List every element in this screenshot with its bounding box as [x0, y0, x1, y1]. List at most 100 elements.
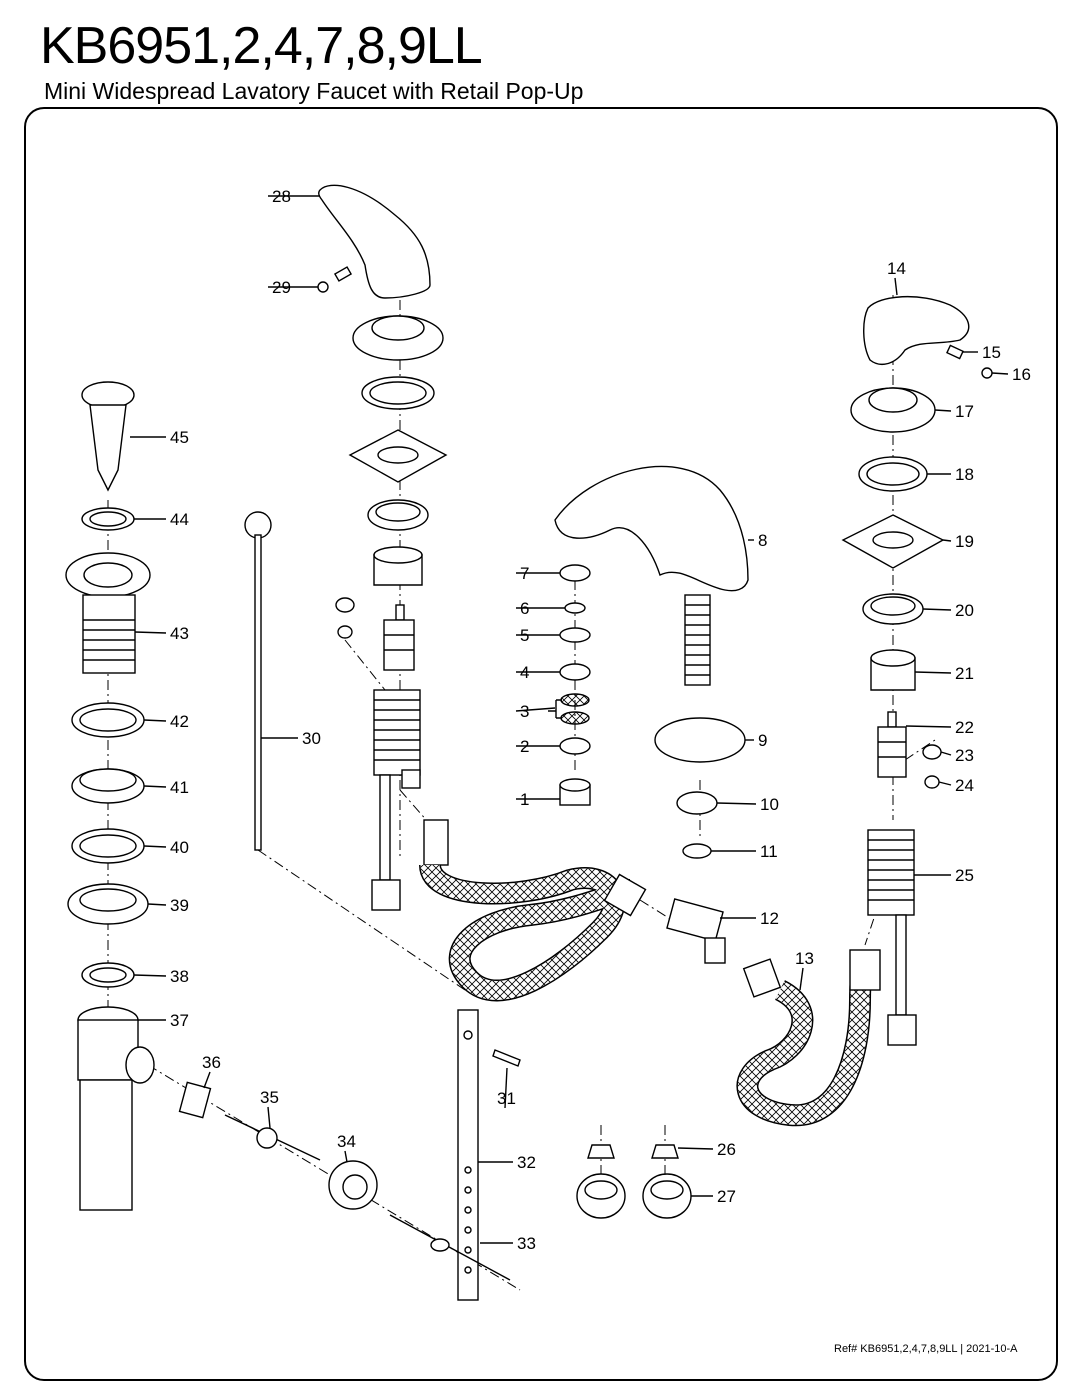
drain-flange-43 [65, 552, 151, 674]
leader-line-23 [940, 751, 952, 756]
callout-4: 4 [520, 663, 529, 682]
right-gasket-18 [858, 456, 928, 492]
left-escutcheon [352, 315, 444, 361]
callout-20: 20 [955, 601, 974, 620]
callout-27: 27 [717, 1187, 736, 1206]
model-number-title: KB6951,2,4,7,8,9LL [40, 17, 483, 75]
right-locknut-20 [862, 593, 924, 625]
callout-26: 26 [717, 1140, 736, 1159]
leader-line-43 [134, 631, 167, 634]
callout-14: 14 [887, 259, 906, 278]
pivot-washer-36 [178, 1081, 212, 1119]
pivot-nut-34 [328, 1160, 378, 1210]
drain-gasket-44 [81, 507, 135, 531]
leader-line-36 [203, 1071, 211, 1089]
leader-line-19 [942, 539, 952, 542]
leader-line-26 [677, 1147, 714, 1150]
clevis-strap-32 [457, 1009, 479, 1301]
callout-13: 13 [795, 949, 814, 968]
callout-2: 2 [520, 737, 529, 756]
left-locknut [367, 499, 429, 531]
leader-line-41 [143, 785, 167, 788]
right-handle-14 [863, 295, 970, 366]
left-handle [317, 184, 431, 299]
reference-code: Ref# KB6951,2,4,7,8,9LL | 2021-10-A [834, 1343, 1018, 1355]
right-mounting-plate-19 [841, 514, 945, 569]
drain-washer-41 [71, 768, 145, 804]
leader-line-20 [922, 608, 952, 611]
left-valve-body [371, 689, 421, 911]
callout-43: 43 [170, 624, 189, 643]
drain-washer-40 [71, 828, 145, 864]
aerator-stack [559, 564, 591, 806]
leader-line-31 [504, 1067, 508, 1109]
callout-5: 5 [520, 626, 529, 645]
leader-line-38 [133, 974, 167, 977]
callout-24: 24 [955, 776, 974, 795]
left-cartridge [383, 604, 415, 671]
tee-connector-12 [666, 898, 726, 964]
callout-10: 10 [760, 795, 779, 814]
callout-28: 28 [272, 187, 291, 206]
set-screw-29 [317, 266, 353, 293]
callout-23: 23 [955, 746, 974, 765]
left-mounting-plate [348, 429, 448, 483]
callout-leaders [130, 195, 1009, 1244]
callout-41: 41 [170, 778, 189, 797]
spout-gasket-9 [654, 717, 746, 763]
spout-8 [554, 465, 749, 686]
right-seat-spring-23-24 [922, 744, 942, 789]
left-gasket [361, 376, 435, 410]
callout-37: 37 [170, 1011, 189, 1030]
callout-8: 8 [758, 531, 767, 550]
callout-9: 9 [758, 731, 767, 750]
callout-36: 36 [202, 1053, 221, 1072]
leader-line-13 [799, 967, 804, 991]
leader-line-16 [991, 372, 1009, 375]
callout-12: 12 [760, 909, 779, 928]
drain-nut-39 [67, 883, 149, 925]
spout-nut-10 [676, 791, 718, 815]
leader-line-14 [894, 277, 898, 296]
callout-40: 40 [170, 838, 189, 857]
right-cartridge-22 [877, 711, 907, 778]
compression-ferrules-26 [587, 1144, 679, 1159]
leader-line-34 [344, 1150, 348, 1163]
left-bonnet [373, 546, 423, 586]
callout-6: 6 [520, 599, 529, 618]
leader-line-10 [716, 802, 757, 805]
leader-line-42 [143, 719, 167, 722]
callout-16: 16 [1012, 365, 1031, 384]
right-bonnet-21 [870, 649, 916, 691]
callout-42: 42 [170, 712, 189, 731]
callout-35: 35 [260, 1088, 279, 1107]
compression-nuts-27 [576, 1173, 692, 1219]
callout-25: 25 [955, 866, 974, 885]
lift-rod-30 [244, 511, 272, 851]
callout-34: 34 [337, 1132, 356, 1151]
callout-33: 33 [517, 1234, 536, 1253]
callout-31: 31 [497, 1089, 516, 1108]
callout-11: 11 [760, 842, 778, 861]
spring-clip-33 [389, 1214, 511, 1281]
callout-21: 21 [955, 664, 974, 683]
leader-line-40 [143, 845, 167, 848]
diagram-frame [24, 107, 1058, 1381]
callout-labels: 1234567891011121314151617181920212223242… [170, 187, 1031, 1253]
callout-19: 19 [955, 532, 974, 551]
right-escutcheon-17 [850, 387, 936, 433]
callout-45: 45 [170, 428, 189, 447]
callout-44: 44 [170, 510, 189, 529]
callout-29: 29 [272, 278, 291, 297]
leader-line-17 [934, 409, 952, 412]
left-seat-spring [335, 597, 355, 639]
right-supply-hose-13 [736, 949, 881, 1127]
callout-39: 39 [170, 896, 189, 915]
callout-22: 22 [955, 718, 974, 737]
leader-line-39 [147, 903, 167, 906]
callout-18: 18 [955, 465, 974, 484]
callout-32: 32 [517, 1153, 536, 1172]
leader-line-21 [914, 671, 952, 674]
callout-3: 3 [520, 702, 529, 721]
